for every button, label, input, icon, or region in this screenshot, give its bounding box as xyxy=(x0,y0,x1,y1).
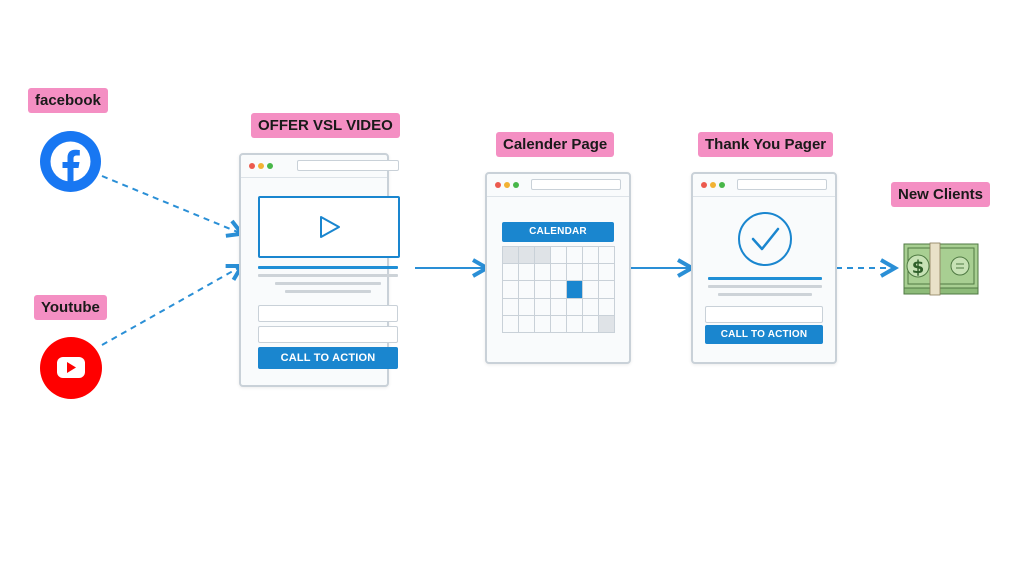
close-dot-icon xyxy=(495,182,501,188)
minimize-dot-icon xyxy=(710,182,716,188)
facebook-logo-icon xyxy=(40,131,101,192)
maximize-dot-icon xyxy=(267,163,273,169)
form-field xyxy=(258,326,398,343)
thank-you-page: CALL TO ACTION xyxy=(691,172,837,364)
label-thank-you-page: Thank You Pager xyxy=(698,132,834,157)
calendar-page: CALENDAR xyxy=(485,172,631,364)
minimize-dot-icon xyxy=(504,182,510,188)
play-icon xyxy=(320,216,340,238)
close-dot-icon xyxy=(249,163,255,169)
address-bar xyxy=(531,179,621,190)
text-line xyxy=(708,285,822,288)
label-offer-vsl-video: OFFER VSL VIDEO xyxy=(251,113,400,138)
text-line xyxy=(718,293,812,296)
label-new-clients: New Clients xyxy=(891,182,991,207)
browser-toolbar xyxy=(487,174,629,197)
label-youtube: Youtube xyxy=(34,295,107,320)
youtube-logo-icon xyxy=(40,337,102,399)
label-calendar-page: Calender Page xyxy=(496,132,615,157)
headline-bar xyxy=(708,277,822,280)
text-line xyxy=(275,282,381,285)
headline-bar xyxy=(258,266,398,269)
browser-toolbar xyxy=(241,155,399,178)
call-to-action-button: CALL TO ACTION xyxy=(258,347,398,369)
checkmark-icon xyxy=(738,212,792,266)
address-bar xyxy=(297,160,399,171)
call-to-action-button: CALL TO ACTION xyxy=(705,325,823,344)
offer-vsl-page: CALL TO ACTION xyxy=(239,153,400,387)
label-facebook: facebook xyxy=(28,88,108,113)
calendar-header: CALENDAR xyxy=(502,222,614,242)
address-bar xyxy=(737,179,827,190)
form-field xyxy=(705,306,823,323)
selected-date-cell xyxy=(567,281,583,299)
dollar-banknotes-icon: $ xyxy=(903,242,979,296)
text-line xyxy=(285,290,371,293)
form-field xyxy=(258,305,398,322)
arrow-facebook-to-offer xyxy=(101,175,240,233)
calendar-grid xyxy=(502,246,615,333)
text-line xyxy=(258,274,398,277)
video-player xyxy=(258,196,400,258)
svg-text:$: $ xyxy=(912,257,925,278)
arrow-youtube-to-offer xyxy=(101,267,240,346)
minimize-dot-icon xyxy=(258,163,264,169)
maximize-dot-icon xyxy=(719,182,725,188)
maximize-dot-icon xyxy=(513,182,519,188)
close-dot-icon xyxy=(701,182,707,188)
browser-toolbar xyxy=(693,174,835,197)
